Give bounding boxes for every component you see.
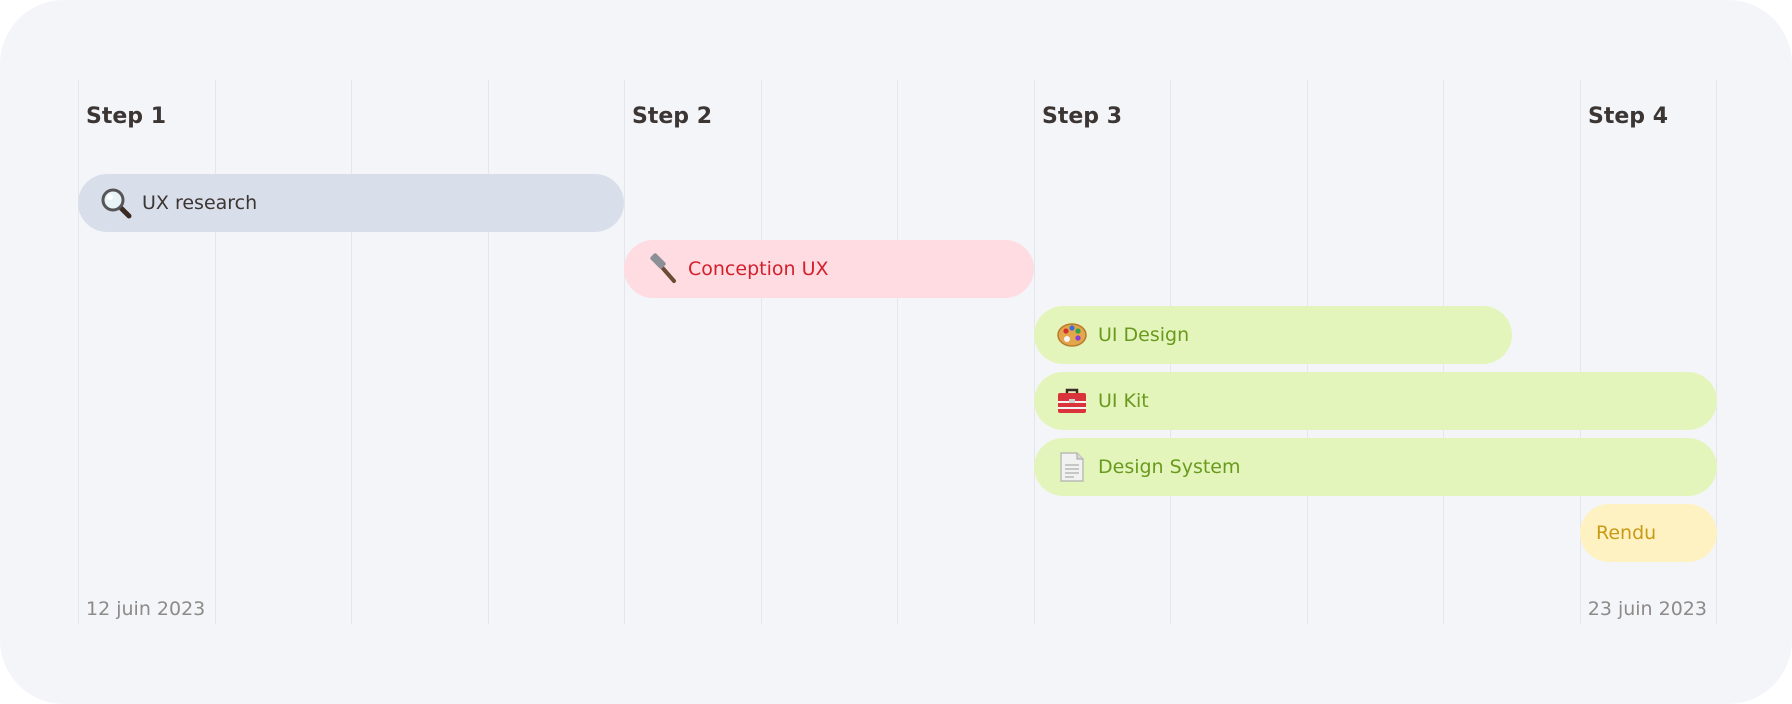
- task-bar-label: Conception UX: [688, 258, 829, 280]
- page-icon: [1056, 451, 1088, 483]
- task-bar[interactable]: UI Kit: [1034, 372, 1717, 430]
- toolbox-icon: [1056, 385, 1088, 417]
- magnifier-icon: [100, 187, 132, 219]
- task-bar-label: UI Kit: [1098, 390, 1149, 412]
- end-date-label: 23 juin 2023: [1587, 598, 1707, 620]
- step-label: Step 3: [1042, 104, 1122, 129]
- task-bar[interactable]: Design System: [1034, 438, 1717, 496]
- step-label: Step 2: [632, 104, 712, 129]
- task-bar[interactable]: UX research: [78, 174, 624, 232]
- grid-line: [215, 80, 216, 624]
- task-bar[interactable]: Conception UX: [624, 240, 1034, 298]
- task-bar-label: Rendu: [1596, 522, 1657, 544]
- task-bar[interactable]: UI Design: [1034, 306, 1512, 364]
- grid-line: [488, 80, 489, 624]
- task-bar-label: UX research: [142, 192, 258, 214]
- start-date-label: 12 juin 2023: [86, 598, 206, 620]
- task-bar[interactable]: Rendu: [1580, 504, 1717, 562]
- step-label: Step 1: [86, 104, 166, 129]
- hammer-icon: [646, 253, 678, 285]
- task-bar-label: UI Design: [1098, 324, 1190, 346]
- grid-line: [1716, 80, 1717, 624]
- grid-line: [1580, 80, 1581, 624]
- grid-line: [1034, 80, 1035, 624]
- grid-line: [761, 80, 762, 624]
- grid-line: [351, 80, 352, 624]
- grid-line: [624, 80, 625, 624]
- grid-line: [897, 80, 898, 624]
- step-label: Step 4: [1588, 104, 1668, 129]
- palette-icon: [1056, 319, 1088, 351]
- grid-line: [78, 80, 79, 624]
- task-bar-label: Design System: [1098, 456, 1241, 478]
